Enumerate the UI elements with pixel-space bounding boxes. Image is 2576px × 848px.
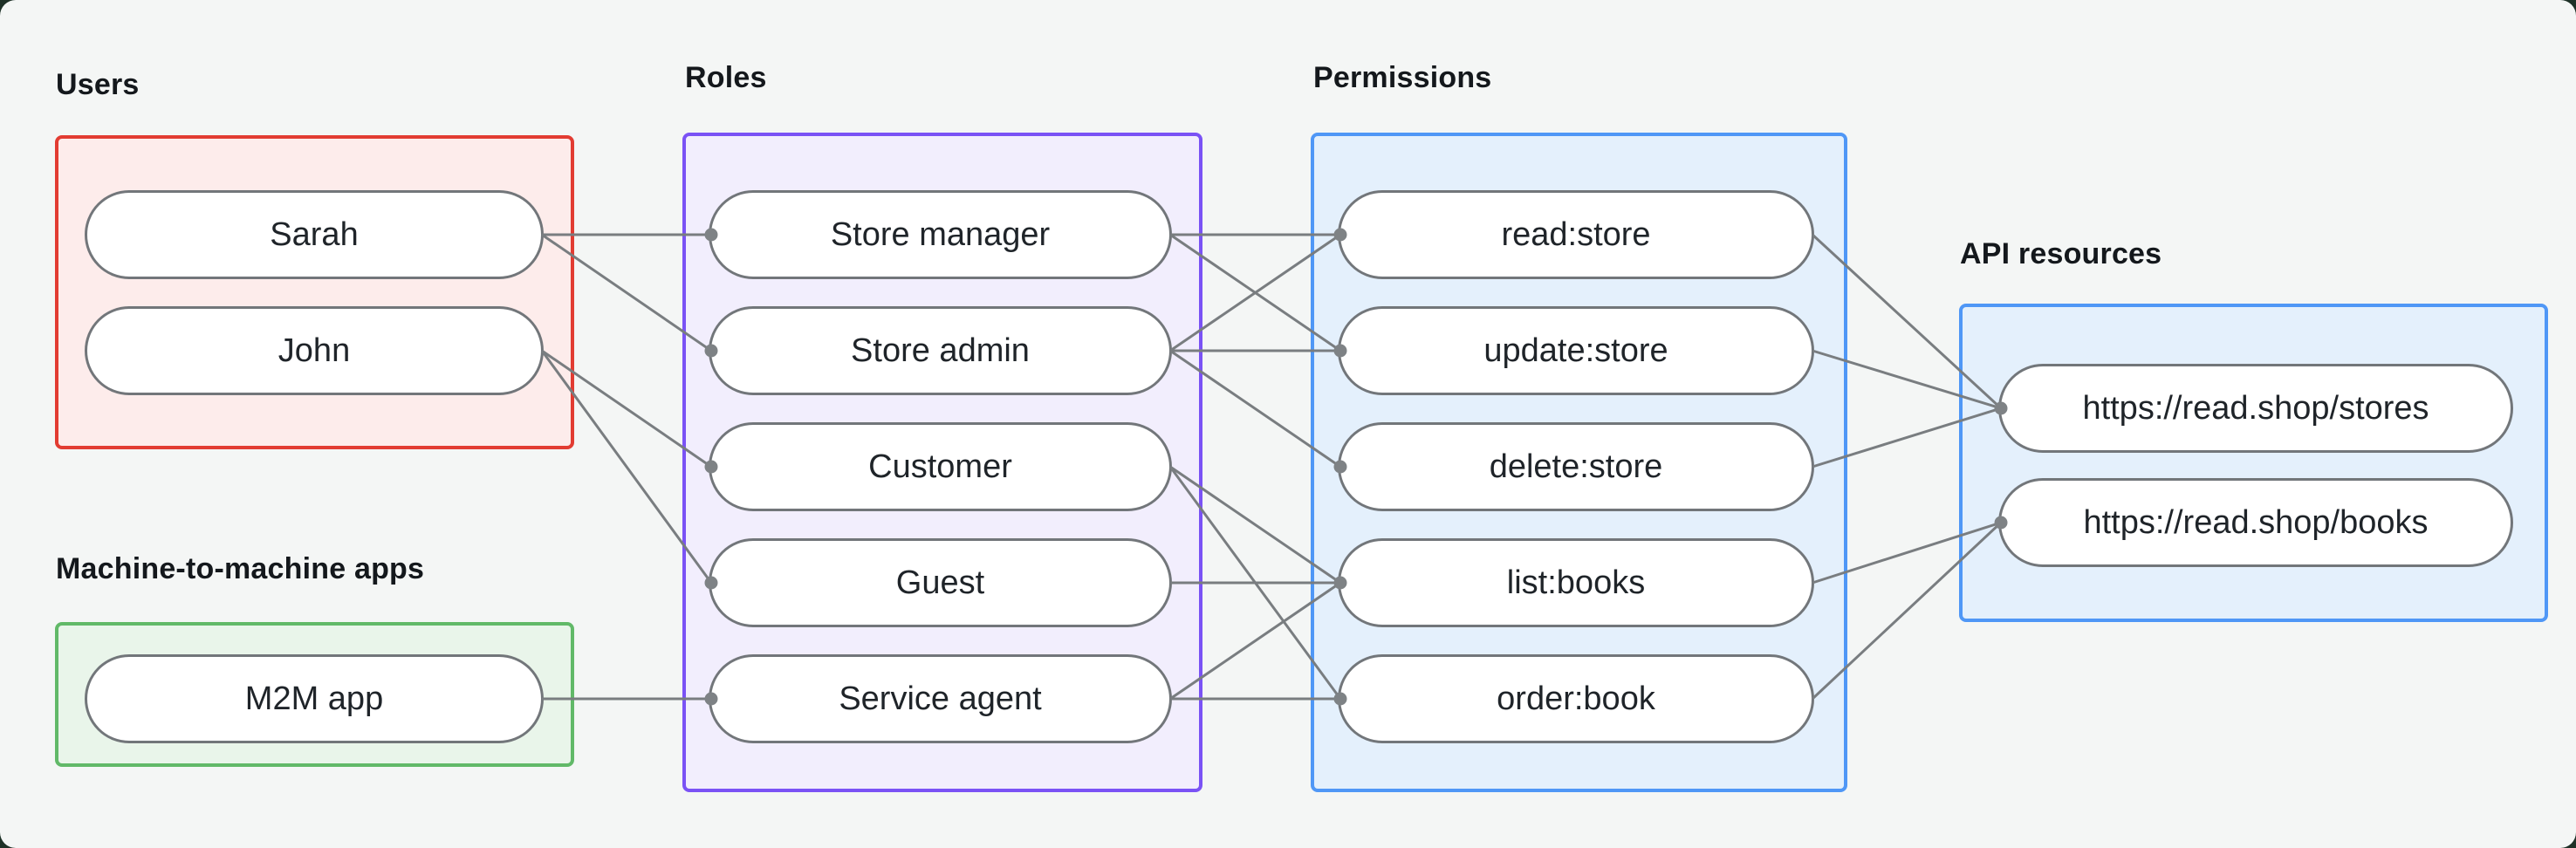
node-label: Customer — [868, 448, 1012, 485]
node-label: read:store — [1501, 215, 1651, 253]
node-label: Guest — [895, 564, 985, 601]
node-label: John — [277, 332, 351, 369]
node-m2m-app: M2M app — [85, 654, 544, 743]
group-label-api-resources: API resources — [1960, 237, 2162, 270]
node-permission-order-book: order:book — [1338, 654, 1814, 743]
node-api-resource-stores: https://read.shop/stores — [1998, 364, 2513, 453]
node-label: list:books — [1506, 564, 1646, 601]
node-role-guest: Guest — [709, 538, 1172, 627]
node-permission-update-store: update:store — [1338, 306, 1814, 395]
node-permission-list-books: list:books — [1338, 538, 1814, 627]
group-label-m2m-apps: Machine-to-machine apps — [56, 552, 425, 585]
node-label: https://read.shop/books — [2083, 503, 2429, 541]
node-label: order:book — [1497, 680, 1655, 717]
node-label: Store manager — [830, 215, 1051, 253]
node-role-store-admin: Store admin — [709, 306, 1172, 395]
group-label-users: Users — [56, 68, 140, 101]
node-permission-read-store: read:store — [1338, 190, 1814, 279]
node-label: https://read.shop/stores — [2082, 389, 2429, 427]
node-role-customer: Customer — [709, 422, 1172, 511]
node-api-resource-books: https://read.shop/books — [1998, 478, 2513, 567]
node-label: Sarah — [270, 215, 359, 253]
node-label: update:store — [1483, 332, 1668, 369]
group-box-users — [55, 135, 574, 449]
node-permission-delete-store: delete:store — [1338, 422, 1814, 511]
node-role-service-agent: Service agent — [709, 654, 1172, 743]
node-label: M2M app — [244, 680, 384, 717]
node-label: Service agent — [839, 680, 1042, 717]
node-user-john: John — [85, 306, 544, 395]
node-role-store-manager: Store manager — [709, 190, 1172, 279]
group-label-roles: Roles — [685, 61, 767, 94]
group-box-api-resources — [1959, 304, 2548, 622]
group-label-permissions: Permissions — [1313, 61, 1492, 94]
node-user-sarah: Sarah — [85, 190, 544, 279]
node-label: Store admin — [851, 332, 1030, 369]
node-label: delete:store — [1489, 448, 1663, 485]
